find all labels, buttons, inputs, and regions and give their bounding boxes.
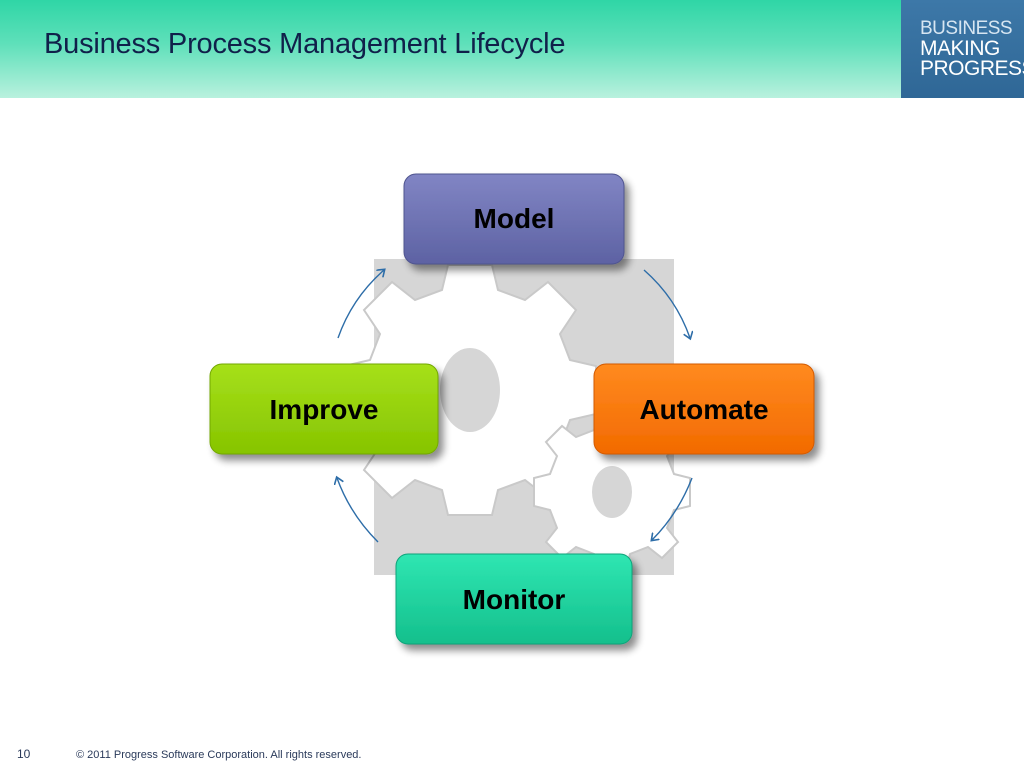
node-improve — [209, 363, 439, 455]
node-monitor-label: Monitor — [463, 584, 566, 615]
curved-arrow-icon — [337, 270, 384, 339]
header-band: Business Process Management Lifecycle — [0, 0, 1024, 98]
node-automate — [593, 363, 815, 455]
copyright-text: © 2011 Progress Software Corporation. Al… — [76, 749, 362, 761]
logo-line-making: MAKING — [920, 37, 1000, 60]
curved-arrow-icon — [652, 477, 693, 540]
page-number: 10 — [17, 747, 31, 761]
curved-arrow-icon — [337, 478, 379, 543]
logo-line-business: BUSINESS — [920, 18, 1013, 39]
node-model — [403, 173, 625, 265]
node-monitor — [395, 553, 633, 645]
slide-title: Business Process Management Lifecycle — [44, 28, 566, 60]
curved-arrow-icon — [643, 269, 690, 338]
company-logo: BUSINESS MAKING PROGRESS. — [901, 0, 1024, 98]
node-improve-label: Improve — [270, 394, 379, 425]
logo-line-progress: PROGRESS. — [920, 57, 1024, 80]
node-model-label: Model — [474, 203, 555, 234]
node-automate-label: Automate — [639, 394, 768, 425]
